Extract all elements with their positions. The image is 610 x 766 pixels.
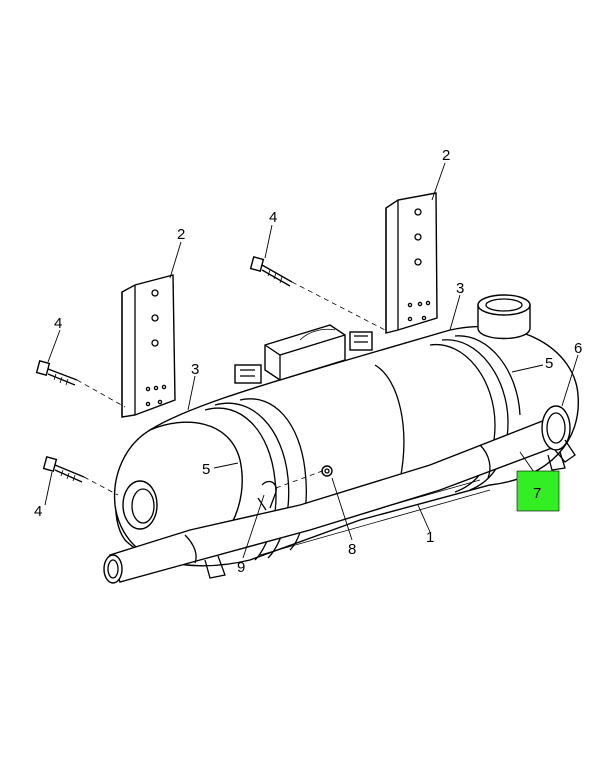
highlight-box-7	[516, 470, 560, 512]
bolt-top	[249, 256, 293, 287]
inlet-port	[477, 294, 531, 340]
bolt-left-upper	[35, 360, 78, 386]
callout-7: 7	[533, 485, 541, 502]
bracket-right	[385, 192, 438, 334]
sensor-nut	[321, 465, 333, 477]
alignment-dashes	[76, 281, 386, 496]
callout-5-right: 5	[545, 355, 553, 372]
callout-4-left-lower: 4	[34, 503, 42, 520]
outlet-tube	[103, 405, 576, 584]
callout-2-right: 2	[442, 147, 450, 164]
callout-5-left: 5	[202, 461, 210, 478]
callout-1: 1	[426, 529, 434, 546]
callout-9: 9	[237, 559, 245, 576]
callout-3-left: 3	[191, 361, 199, 378]
sensor-module	[234, 324, 373, 384]
callout-8: 8	[348, 541, 356, 558]
callout-6: 6	[574, 340, 582, 357]
callout-labels: 2 2 3 3 4 4 4 5 5 6 7 8 9 1	[34, 147, 582, 576]
bolt-left-lower	[42, 456, 85, 483]
callout-4-left-upper: 4	[54, 315, 62, 332]
callout-3-right: 3	[456, 280, 464, 297]
leader-lines	[44, 162, 579, 559]
callout-4-top: 4	[269, 209, 277, 226]
bracket-left	[121, 274, 176, 418]
callout-2-left: 2	[177, 226, 185, 243]
